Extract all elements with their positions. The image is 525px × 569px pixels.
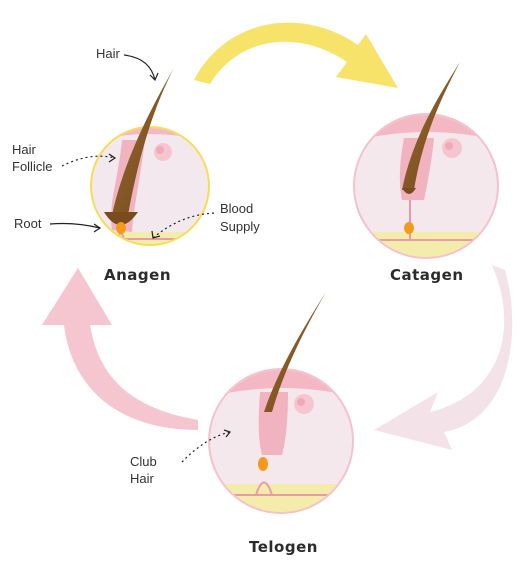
hair-follicle-label-line2: Follicle: [12, 159, 52, 174]
blood-pointer-arrowhead: [151, 230, 161, 239]
arrow-catagen-to-telogen: [374, 265, 513, 450]
catagen-title: Catagen: [390, 266, 464, 284]
club-pointer: [181, 431, 231, 463]
arrow-anagen-to-catagen: [194, 22, 398, 88]
club-hair-label-line1: Club: [130, 454, 157, 469]
hair-label: Hair: [96, 46, 121, 61]
root-pointer-arrowhead: [93, 223, 102, 233]
club-pointer-arrowhead: [223, 429, 232, 438]
telogen-illustration: [208, 292, 354, 514]
root-pointer: [49, 222, 101, 229]
catagen-illustration: [353, 62, 499, 259]
anagen-illustration: [90, 68, 210, 246]
anagen-title: Anagen: [104, 266, 171, 284]
blood-pointer: [152, 212, 215, 239]
hair-pointer: [123, 54, 156, 81]
club-hair-label-line2: Hair: [130, 471, 155, 486]
telogen-title: Telogen: [249, 538, 318, 556]
blood-supply-label-line1: Blood: [220, 201, 253, 216]
follicle-pointer-arrowhead: [108, 153, 117, 163]
root-label: Root: [14, 216, 42, 231]
annotation-pointers: [49, 54, 232, 463]
arrow-telogen-to-anagen: [42, 268, 198, 430]
blood-supply-label-line2: Supply: [220, 219, 260, 234]
hair-follicle-label-line1: Hair: [12, 142, 37, 157]
follicle-pointer: [61, 155, 116, 167]
hair-pointer-arrowhead: [149, 72, 159, 82]
